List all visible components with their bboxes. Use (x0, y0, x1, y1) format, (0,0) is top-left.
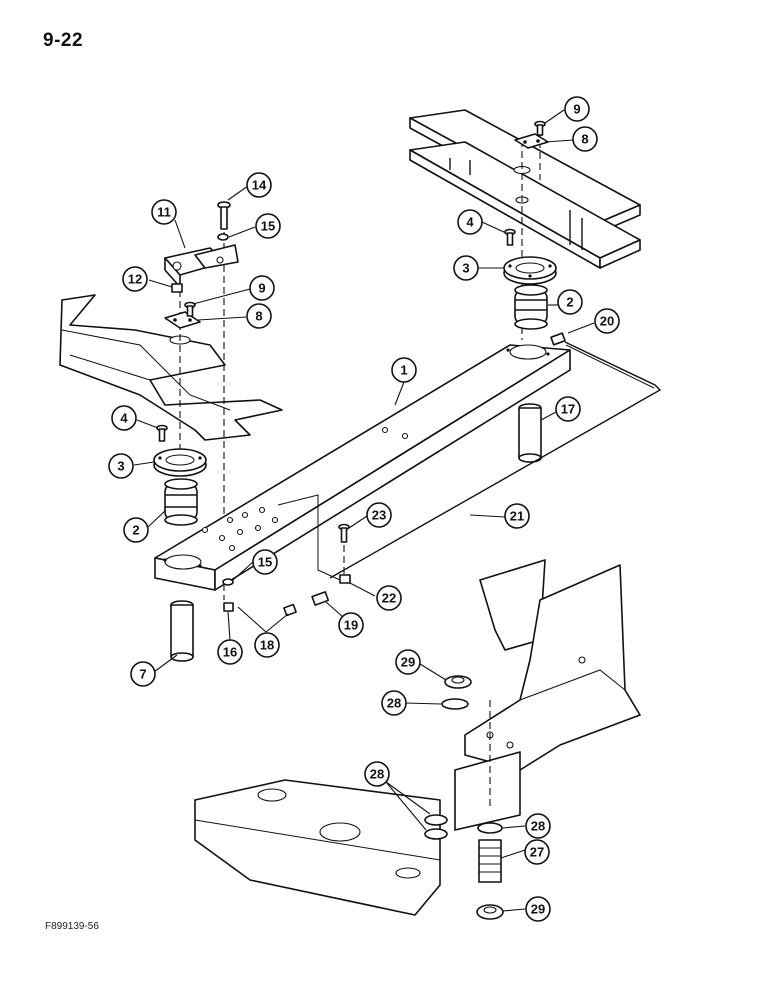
callout-7: 7 (130, 661, 156, 687)
callout-2-left: 2 (123, 517, 149, 543)
flange-3-right (503, 256, 557, 285)
fitting-22 (339, 574, 351, 584)
svg-text:7: 7 (139, 667, 146, 682)
pin-7 (170, 600, 194, 662)
svg-text:8: 8 (581, 132, 588, 147)
callout-18: 18 (254, 632, 280, 658)
svg-text:23: 23 (372, 508, 386, 523)
svg-text:2: 2 (132, 523, 139, 538)
svg-text:27: 27 (530, 845, 544, 860)
svg-text:28: 28 (387, 696, 401, 711)
svg-text:9: 9 (573, 102, 580, 117)
callout-19: 19 (338, 612, 364, 638)
callout-20: 20 (594, 308, 620, 334)
washer-28-upper (441, 698, 469, 710)
lower-frame (194, 559, 641, 916)
callout-16: 16 (217, 639, 243, 665)
bolt-4-right (504, 228, 516, 246)
leader-lines (133, 109, 595, 912)
callout-29-upper: 29 (395, 649, 421, 675)
svg-text:16: 16 (223, 645, 237, 660)
nut-12 (171, 283, 183, 293)
washer-15-upper (217, 233, 229, 241)
callout-3-right: 3 (453, 255, 479, 281)
fitting-20 (550, 332, 566, 346)
svg-text:9: 9 (258, 281, 265, 296)
svg-text:28: 28 (531, 819, 545, 834)
grease-line-21 (329, 341, 662, 579)
callout-28-upper: 28 (381, 690, 407, 716)
callout-4-right: 4 (457, 209, 483, 235)
callout-23: 23 (366, 502, 392, 528)
washer-28-lower (477, 822, 503, 834)
callout-21: 21 (504, 503, 530, 529)
svg-text:29: 29 (401, 655, 415, 670)
svg-text:14: 14 (252, 178, 267, 193)
bolt-23 (338, 523, 350, 543)
upper-right-frame (409, 109, 641, 340)
figure-code: F899139-56 (45, 921, 99, 932)
svg-text:17: 17 (561, 402, 575, 417)
bolt-14 (217, 201, 231, 230)
svg-text:28: 28 (370, 767, 384, 782)
page-number: 9-22 (43, 30, 84, 51)
bolt-4-left (156, 424, 168, 442)
svg-text:22: 22 (382, 591, 396, 606)
fitting-18 (283, 603, 297, 617)
pin-17 (518, 403, 542, 463)
callout-9-right: 9 (564, 96, 590, 122)
svg-text:20: 20 (600, 314, 614, 329)
svg-text:3: 3 (462, 261, 469, 276)
callout-15-upper: 15 (255, 213, 281, 239)
svg-text:15: 15 (258, 555, 272, 570)
nut-29-lower (476, 904, 504, 920)
svg-text:4: 4 (120, 411, 128, 426)
spacer-27 (478, 839, 502, 883)
callout-28-pair: 28 (364, 761, 390, 787)
svg-text:4: 4 (466, 215, 474, 230)
bolt-9-left (184, 301, 196, 317)
nut-16 (223, 602, 234, 612)
flange-3-left (153, 448, 207, 477)
callout-9-left: 9 (249, 275, 275, 301)
callout-1: 1 (391, 357, 417, 383)
callout-28-lower: 28 (525, 813, 551, 839)
svg-text:12: 12 (128, 272, 142, 287)
svg-text:1: 1 (400, 363, 407, 378)
bushing-2-right (514, 284, 548, 330)
svg-text:19: 19 (344, 618, 358, 633)
svg-text:11: 11 (157, 205, 171, 220)
washer-15-lower (222, 578, 234, 586)
callout-15-lower: 15 (252, 549, 278, 575)
callout-2-right: 2 (557, 289, 583, 315)
svg-text:15: 15 (261, 219, 275, 234)
callout-29-lower: 29 (525, 896, 551, 922)
svg-text:18: 18 (260, 638, 274, 653)
plate-8-left (164, 311, 201, 329)
callout-11: 11 (151, 199, 177, 225)
nut-29-upper (444, 675, 472, 689)
svg-text:29: 29 (531, 902, 545, 917)
callout-22: 22 (376, 585, 402, 611)
bolt-9-right (534, 120, 546, 136)
callout-17: 17 (555, 396, 581, 422)
bushing-2-left (164, 478, 198, 526)
fitting-19 (311, 591, 330, 606)
svg-text:8: 8 (255, 309, 262, 324)
svg-text:3: 3 (117, 459, 124, 474)
svg-text:21: 21 (510, 509, 524, 524)
main-beam-1 (154, 344, 571, 591)
callout-14: 14 (246, 172, 272, 198)
svg-text:2: 2 (566, 295, 573, 310)
callout-12: 12 (122, 266, 148, 292)
callout-4-left: 4 (111, 405, 137, 431)
bracket-11 (164, 244, 239, 288)
callout-8-left: 8 (246, 303, 272, 329)
callout-3-left: 3 (108, 453, 134, 479)
washer-28-pair (424, 814, 448, 840)
callout-27: 27 (524, 839, 550, 865)
callout-8-right: 8 (572, 126, 598, 152)
